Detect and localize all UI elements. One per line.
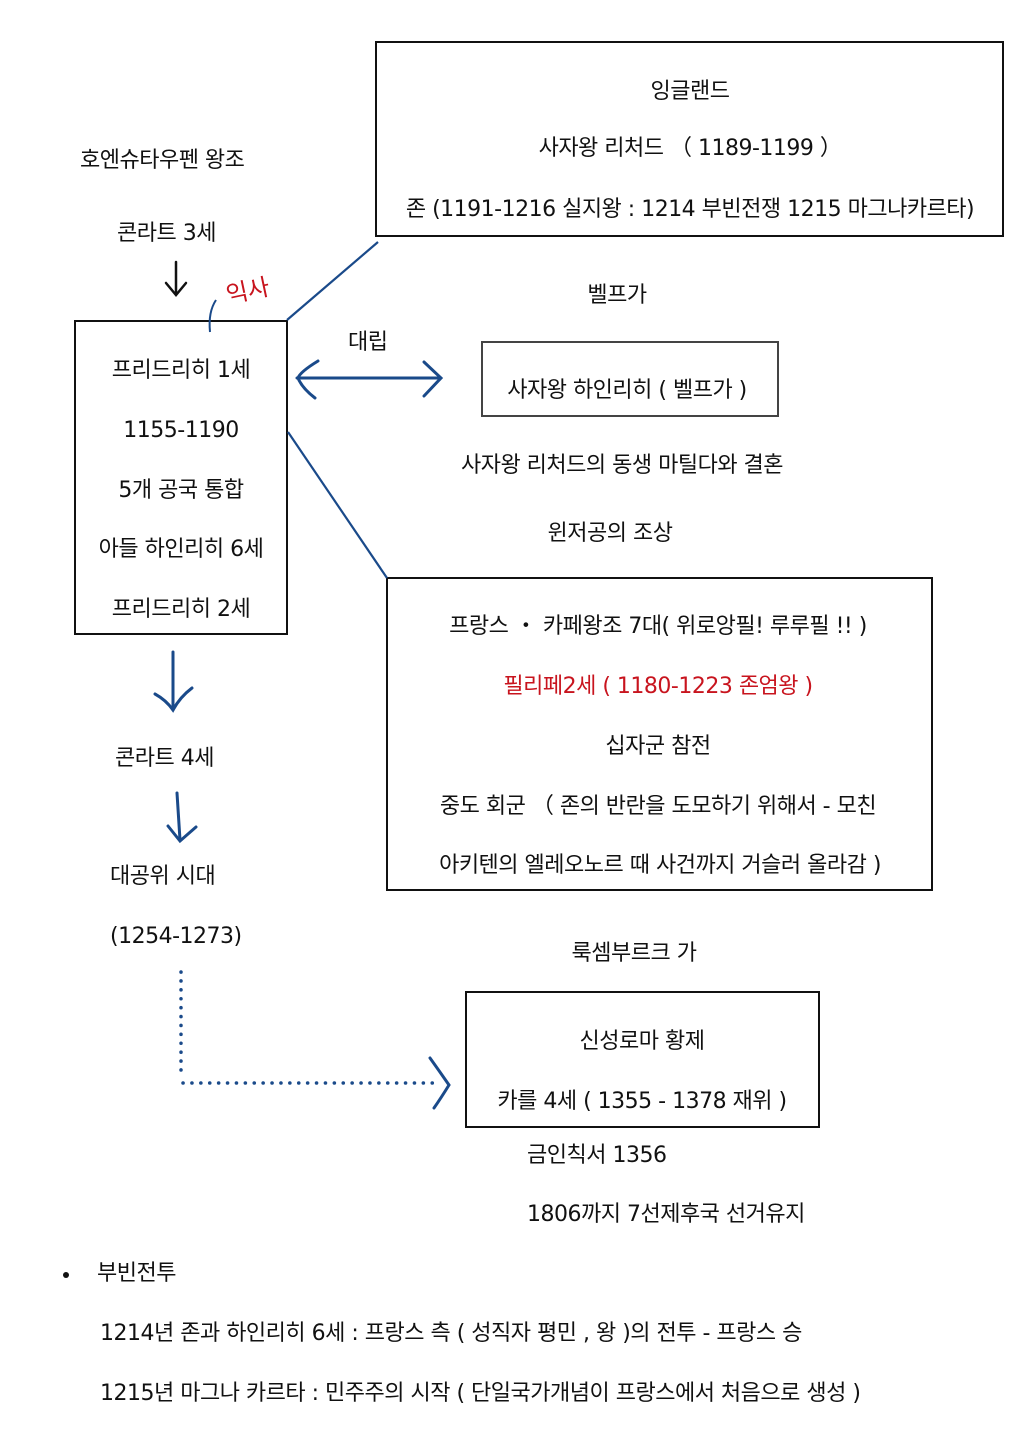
welf-family-label: 벨프가 (587, 283, 647, 308)
friedrich1-line: 프리드리히 1세 (111, 358, 251, 383)
welf-note-marriage: 사자왕 리처드의 동생 마틸다와 결혼 (460, 453, 784, 478)
arrow-down-icon (164, 260, 188, 297)
bouvines-title: 부빈전투 (97, 1261, 176, 1286)
arrow-down-icon (153, 650, 194, 713)
dynasty-title: 호엔슈타우펜 왕조 (80, 148, 245, 173)
england-title: 잉글랜드 (650, 79, 730, 104)
bouvines-line2: 1215년 마그나 카르타 : 민주주의 시작 ( 단일국가개념이 프랑스에서 … (100, 1381, 861, 1406)
connector-england (286, 241, 379, 321)
golden-bull-note: 금인칙서 1356 (527, 1143, 667, 1168)
friedrich1-years: 1155-1190 (123, 418, 239, 443)
philippe2-line: 필리페2세 ( 1180-1223 존엄왕 ) (503, 674, 813, 699)
hre-title: 신성로마 황제 (579, 1029, 705, 1054)
bouvines-line1: 1214년 존과 하인리히 6세 : 프랑스 측 ( 성직자 평민 , 왕 )의… (100, 1321, 802, 1346)
electors-note: 1806까지 7선제후국 선거유지 (527, 1202, 805, 1227)
conflict-label: 대립 (348, 330, 388, 355)
bullet-icon (63, 1272, 69, 1278)
arrow-down-icon (166, 791, 198, 844)
return-line: 중도 회군 （ 존의 반란을 도모하기 위해서 - 모친 (439, 794, 877, 819)
dotted-arrow-icon (179, 970, 451, 1110)
friedrich1-box (74, 320, 288, 635)
charles4-line: 카를 4세 ( 1355 - 1378 재위 ) (497, 1089, 787, 1114)
connector-france (287, 431, 388, 579)
england-box (375, 41, 1004, 237)
double-arrow-icon (295, 359, 444, 400)
interregnum-label: 대공위 시대 (110, 864, 216, 889)
friedrich1-duchies: 5개 공국 통합 (118, 478, 244, 503)
henry-lion-text: 사자왕 하인리히 ( 벨프가 ) (507, 378, 747, 403)
luxembourg-family-label: 룩셈부르크 가 (571, 941, 697, 966)
henry-lion-box (481, 341, 779, 417)
england-john: 존 (1191-1216 실지왕 : 1214 부빈전쟁 1215 마그나카르타… (405, 197, 975, 222)
england-richard: 사자왕 리처드 （ 1189-1199 ） (538, 136, 842, 161)
aquitaine-line: 아키텐의 엘레오노르 때 사건까지 거슬러 올라감 ) (439, 853, 881, 878)
friedrich2-line: 프리드리히 2세 (111, 597, 251, 622)
crusade-line: 십자군 참전 (605, 734, 711, 759)
hre-box (465, 991, 820, 1128)
interregnum-years: (1254-1273) (110, 924, 242, 949)
france-capet-line: 프랑스 ・ 카페왕조 7대( 위로앙필! 루루필 !! ) (449, 614, 867, 639)
conrad4-label: 콘라트 4세 (115, 746, 214, 771)
welf-note-windsor: 윈저공의 조상 (547, 521, 673, 546)
drowned-annotation: 익사 (223, 272, 272, 310)
conrad3-label: 콘라트 3세 (117, 221, 216, 246)
france-box (386, 577, 933, 891)
friedrich1-son: 아들 하인리히 6세 (98, 537, 264, 562)
